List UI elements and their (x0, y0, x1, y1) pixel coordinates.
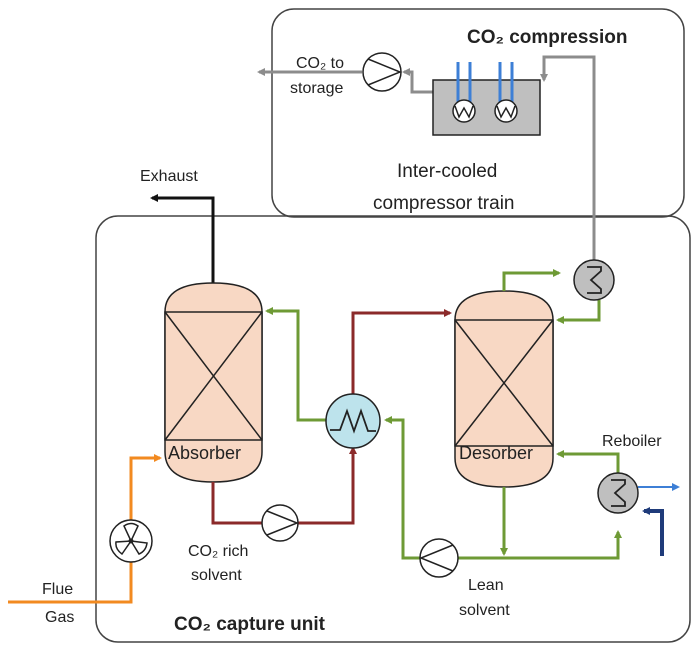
co2-stream-to-compressor (540, 55, 596, 262)
reboiler-feed (504, 530, 622, 560)
rich-solvent-label: CO₂ rich (188, 543, 248, 560)
compression-title: CO₂ compression (467, 27, 627, 48)
condenser-icon (573, 259, 615, 301)
capture-section-frame (95, 215, 691, 643)
reboiler-label: Reboiler (602, 433, 662, 450)
compressor-icon (432, 79, 541, 136)
flue-gas-label: Flue (42, 581, 73, 598)
exhaust-label: Exhaust (140, 168, 198, 185)
heat-exchanger-icon (325, 393, 381, 449)
reboiler-return (556, 450, 620, 473)
flue-gas-to-absorber (129, 454, 162, 520)
condenser-return (556, 291, 601, 324)
co2-to-storage-label: storage (290, 80, 343, 97)
lean-solvent-label: solvent (459, 602, 510, 619)
lean-solvent-to-heat-exchanger (384, 416, 420, 560)
lean-solvent-label: Lean (468, 577, 504, 594)
capture-title: CO₂ capture unit (174, 614, 326, 635)
co2-to-storage-label: CO₂ to (296, 55, 344, 72)
rich-solvent-to-heat-exchanger (298, 446, 357, 525)
compression-section-frame (271, 8, 685, 218)
compressor-label: compressor train (373, 193, 515, 214)
reboiler-steam-in (642, 507, 664, 556)
exhaust-stream (150, 194, 215, 283)
rich-solvent-to-desorber (351, 309, 452, 396)
rich-solvent-label: solvent (191, 567, 242, 584)
co2-stream-compressor-to-pump (402, 68, 433, 94)
lean-solvent-to-absorber (265, 307, 326, 422)
absorber-label: Absorber (168, 443, 241, 463)
flue-gas-stream (8, 562, 133, 604)
reboiler-icon (597, 472, 639, 514)
desorber-label: Desorber (459, 443, 533, 463)
rich-solvent-from-absorber (211, 482, 262, 525)
condenser-feed (502, 269, 561, 291)
flue-gas-label: Gas (45, 609, 74, 626)
compressor-label: Inter-cooled (397, 161, 497, 182)
